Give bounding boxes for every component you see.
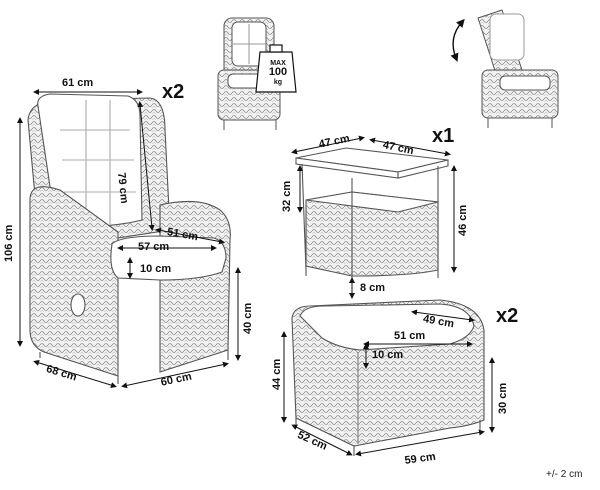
ottoman-height-label: 44 cm	[271, 358, 283, 390]
table-foot-label: 8 cm	[360, 282, 386, 294]
weight-icon	[255, 44, 297, 93]
ottoman-cushion-width-label: 51 cm	[394, 330, 426, 342]
ottoman-quantity: x2	[496, 305, 519, 327]
load-badge-line1: MAX	[270, 60, 286, 67]
load-badge-line2: 100	[268, 66, 288, 79]
chair-seat-height-label: 40 cm	[242, 302, 254, 334]
chair-drawing	[27, 93, 231, 384]
chair-width-top-label: 61 cm	[62, 77, 94, 89]
load-badge: MAX 100 kg	[262, 60, 294, 86]
table-quantity: x1	[432, 125, 455, 147]
recline-arrow-icon	[450, 18, 465, 62]
table-drawing	[295, 147, 449, 282]
table-height-label: 46 cm	[457, 204, 469, 236]
chair-height-label: 106 cm	[3, 224, 15, 262]
chair-cushion-thickness-label: 10 cm	[140, 263, 172, 275]
tolerance-note: +/- 2 cm	[546, 469, 583, 480]
chair-seat-width-label: 57 cm	[138, 241, 170, 253]
chair-recline-thumbnail	[477, 9, 559, 128]
load-badge-line3: kg	[273, 78, 283, 86]
ottoman-drawing	[291, 299, 485, 456]
chair-quantity: x2	[162, 81, 185, 103]
dimension-lines	[17, 89, 495, 457]
chair-back-height-label: 79 cm	[115, 171, 131, 205]
ottoman-base-height-label: 30 cm	[497, 382, 509, 414]
table-shelf-height-label: 32 cm	[281, 180, 293, 212]
ottoman-cushion-thickness-label: 10 cm	[372, 349, 404, 361]
